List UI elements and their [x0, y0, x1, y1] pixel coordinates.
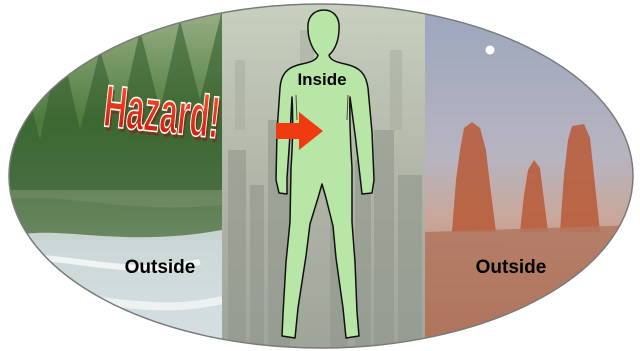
hazard-wordart: Hazard! Hazard!: [100, 74, 225, 156]
hazard-label: Hazard!: [101, 74, 223, 152]
inside-label: Inside: [297, 70, 346, 89]
outside-left-label: Outside: [125, 257, 196, 278]
moon-icon: [486, 46, 495, 55]
outside-right-label: Outside: [476, 257, 547, 278]
river-water: [0, 230, 222, 351]
